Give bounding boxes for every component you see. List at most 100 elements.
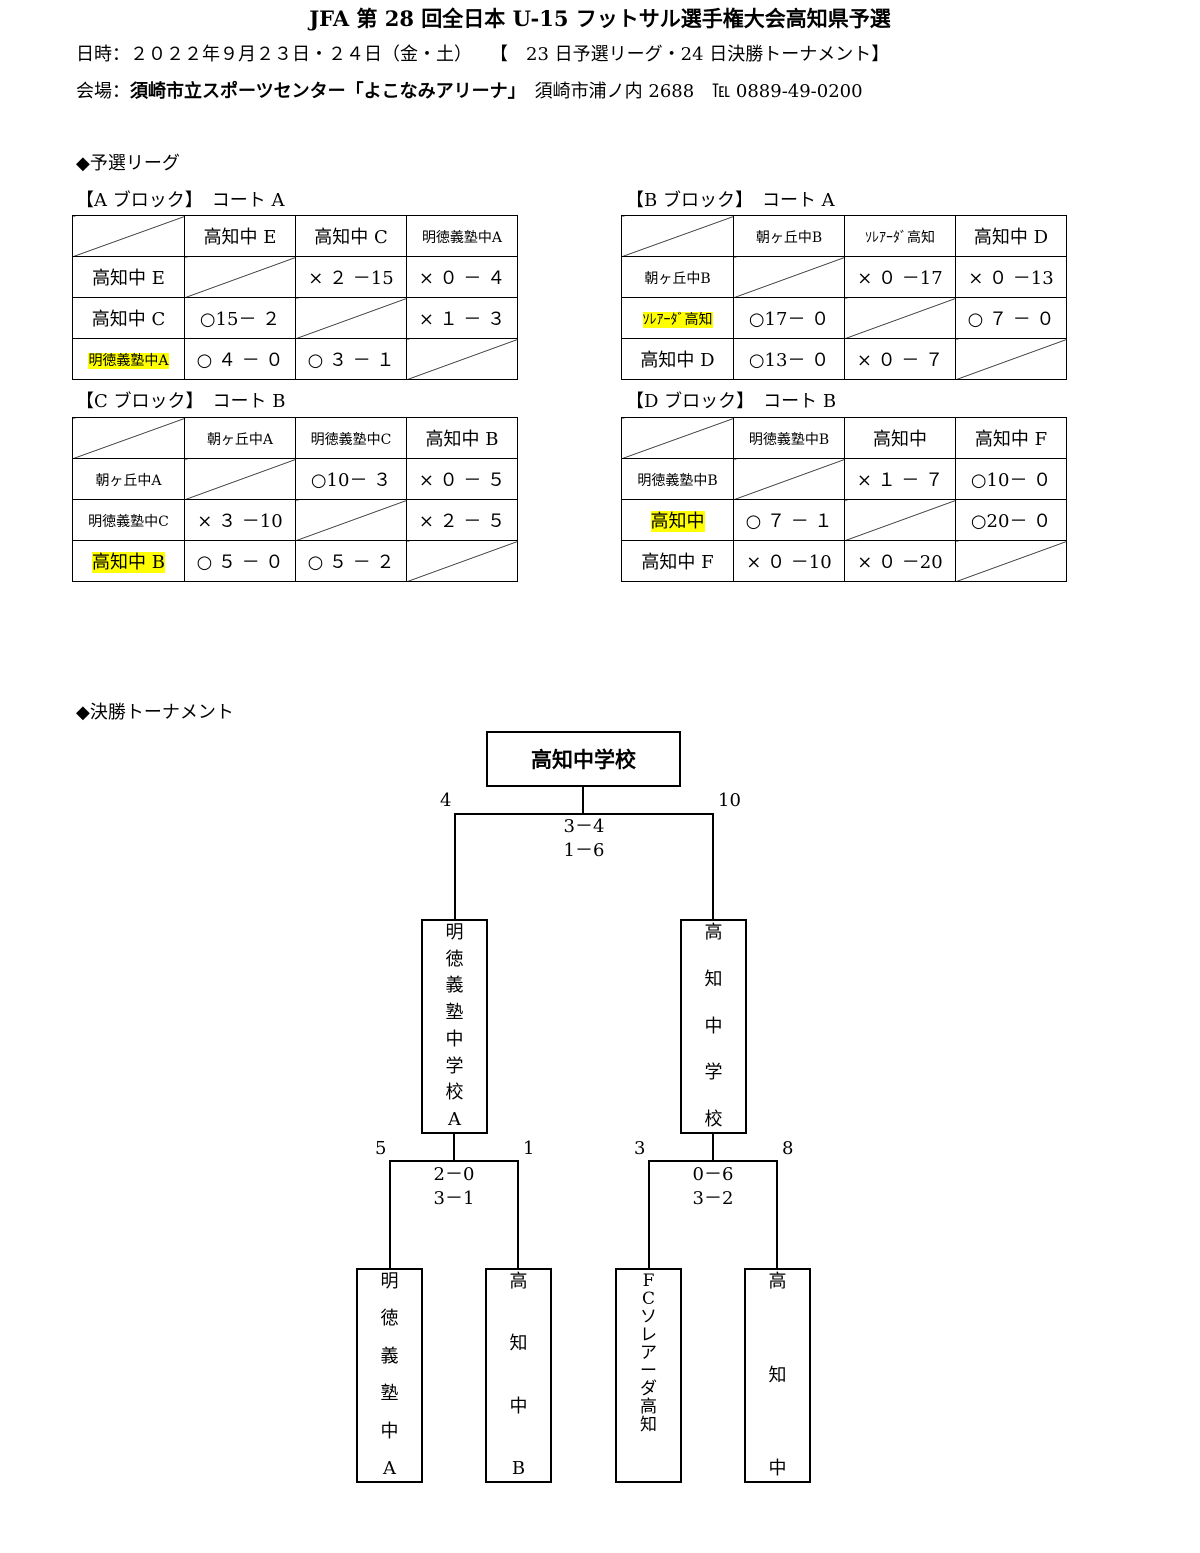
col-header: 高知中	[844, 417, 956, 459]
vertical-char: ダ	[640, 1379, 657, 1399]
semi-left-score-line1: 2－0	[433, 1164, 475, 1185]
vertical-char: 知	[704, 968, 723, 990]
semi-left-right-score: 1	[523, 1138, 535, 1159]
vertical-char: 徳	[380, 1308, 399, 1330]
row-header: 高知中 C	[72, 297, 185, 339]
result-cell: × ０ － ４	[406, 256, 518, 298]
col-header: 高知中 E	[184, 215, 296, 257]
tournament-section-title: ◆決勝トーナメント	[76, 702, 234, 723]
vertical-char: 高	[640, 1397, 657, 1417]
vertical-char: 高	[704, 922, 723, 943]
semi-right-left-score: 3	[634, 1138, 646, 1159]
self-cell	[844, 499, 956, 541]
self-cell	[955, 338, 1067, 380]
result-cell: ○ ７ － １	[733, 499, 845, 541]
bracket-line	[389, 1160, 519, 1162]
self-cell	[733, 458, 845, 500]
self-cell	[184, 458, 296, 500]
vertical-char: 校	[704, 1109, 723, 1130]
bracket-line	[712, 1134, 714, 1161]
semi-left-left-score: 5	[375, 1138, 387, 1159]
bracket-line	[454, 813, 456, 921]
bracket-line	[453, 1134, 455, 1161]
result-cell: × ０ －13	[955, 256, 1067, 298]
self-cell	[406, 540, 518, 582]
self-cell	[733, 256, 845, 298]
vertical-char: 知	[640, 1415, 657, 1435]
col-header: 明徳義塾中A	[406, 215, 518, 257]
vertical-char: ア	[640, 1343, 657, 1363]
semi-left-score-line2: 3－1	[433, 1188, 475, 1209]
row-header-winner: 高知中 B	[72, 540, 185, 582]
bracket-line	[454, 813, 714, 815]
row-header: 高知中 D	[621, 338, 734, 380]
col-header: 高知中 F	[955, 417, 1067, 459]
final-score-line1: 3－4	[563, 816, 605, 837]
venue-line: 会場：須崎市立スポーツセンター「よこなみアリーナ」 須崎市浦ノ内 2688 ℡ …	[76, 77, 863, 103]
row-header: 明徳義塾中B	[621, 458, 734, 500]
date-line: 日時：２０２２年９月２３日・２４日（金・土） 【 23 日予選リーグ・24 日決…	[76, 44, 890, 65]
vertical-char: 中	[509, 1395, 528, 1417]
row-header: 朝ヶ丘中A	[72, 458, 185, 500]
vertical-char: 中	[445, 1028, 464, 1050]
block-c-table: 朝ヶ丘中A 明徳義塾中C 高知中 B 朝ヶ丘中A ○10－ ３ × ０ － ５ …	[72, 417, 518, 582]
result-cell: × １ － ７	[844, 458, 956, 500]
final-right-score: 10	[718, 790, 741, 811]
block-d-table: 明徳義塾中B 高知中 高知中 F 明徳義塾中B × １ － ７ ○10－ ０ 高…	[621, 417, 1067, 582]
row-header: 高知中 E	[72, 256, 185, 298]
result-cell: ○ ５ － ０	[184, 540, 296, 582]
block-a-table: 高知中 E 高知中 C 明徳義塾中A 高知中 E × ２ －15 × ０ － ４…	[72, 215, 518, 380]
col-header: 朝ヶ丘中A	[184, 417, 296, 459]
vertical-char: 知	[768, 1364, 787, 1386]
vertical-char: 学	[704, 1062, 723, 1084]
venue-address: 須崎市浦ノ内 2688 ℡ 0889-49-0200	[516, 81, 863, 102]
result-cell: × ０ －17	[844, 256, 956, 298]
venue-name: 須崎市立スポーツセンター「よこなみアリーナ」	[130, 81, 517, 102]
result-cell: ○ ３ － １	[295, 338, 407, 380]
semifinal-right-team: 高知中学校	[682, 921, 745, 1132]
result-cell: × ０ －10	[733, 540, 845, 582]
result-cell: × ０ － ５	[406, 458, 518, 500]
vertical-char: ー	[640, 1361, 657, 1381]
block-b-table: 朝ヶ丘中B ｿﾚｱｰﾀﾞ高知 高知中 D 朝ヶ丘中B × ０ －17 × ０ －…	[621, 215, 1067, 380]
corner-cell	[72, 417, 185, 459]
vertical-char: 義	[445, 975, 464, 997]
result-cell: × ２ －15	[295, 256, 407, 298]
vertical-char: C	[641, 1289, 655, 1309]
vertical-char: 中	[704, 1015, 723, 1037]
corner-cell	[621, 215, 734, 257]
self-cell	[295, 297, 407, 339]
vertical-char: B	[511, 1457, 526, 1479]
result-cell: ○13－ ０	[733, 338, 845, 380]
self-cell	[844, 297, 956, 339]
row-header: 高知中 F	[621, 540, 734, 582]
final-left-score: 4	[440, 790, 452, 811]
result-cell: ○ ５ － ２	[295, 540, 407, 582]
vertical-char: ソ	[640, 1307, 657, 1327]
vertical-char: 学	[445, 1055, 464, 1077]
vertical-char: 塾	[380, 1383, 399, 1405]
row-header: 明徳義塾中C	[72, 499, 185, 541]
bracket-line	[648, 1160, 778, 1162]
self-cell	[955, 540, 1067, 582]
result-cell: ○17－ ０	[733, 297, 845, 339]
vertical-char: 高	[768, 1271, 787, 1292]
vertical-char: 徳	[445, 948, 464, 970]
vertical-char: 明	[380, 1271, 399, 1292]
col-header: 朝ヶ丘中B	[733, 215, 845, 257]
page-title: JFA 第 28 回全日本 U-15 フットサル選手権大会高知県予選	[309, 6, 891, 31]
bracket-line	[517, 1160, 519, 1270]
result-cell: ○ ４ － ０	[184, 338, 296, 380]
result-cell: ○10－ ３	[295, 458, 407, 500]
block-c-heading: 【C ブロック】 コート B	[76, 391, 286, 412]
col-header: 高知中 B	[406, 417, 518, 459]
result-cell: ○ ７ － ０	[955, 297, 1067, 339]
semi-right-score-line1: 0－6	[692, 1164, 734, 1185]
col-header: 高知中 D	[955, 215, 1067, 257]
result-cell: ○15－ ２	[184, 297, 296, 339]
